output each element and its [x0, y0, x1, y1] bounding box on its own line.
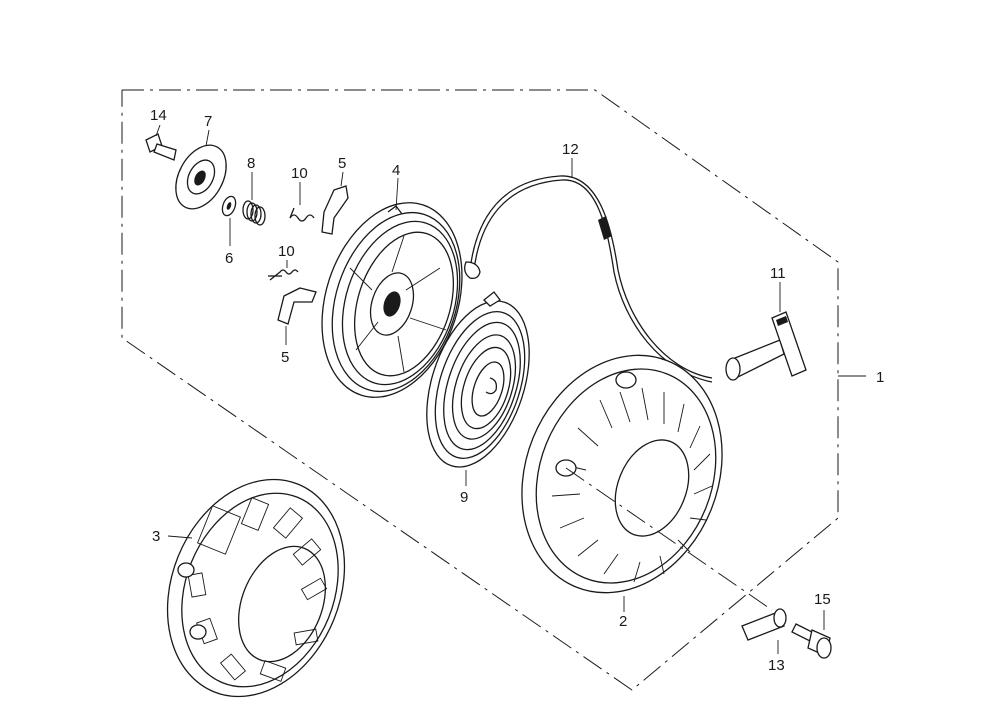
flange-bolt-part-14: [145, 124, 177, 161]
label-part-10-lower: 10: [278, 243, 295, 260]
label-part-9: 9: [460, 489, 468, 506]
starter-case-part-2: [521, 354, 723, 612]
ratchet-pawl-part-5-lower: [277, 287, 317, 345]
label-part-7: 7: [204, 113, 212, 130]
washer-part-6: [221, 195, 237, 246]
label-part-5-lower: 5: [281, 349, 289, 366]
ratchet-spring-part-10-upper: [289, 182, 315, 222]
label-part-4: 4: [392, 162, 400, 179]
label-part-5-upper: 5: [338, 155, 346, 172]
starter-grip-part-11: [725, 282, 807, 381]
label-part-11: 11: [770, 265, 786, 282]
label-part-8: 8: [247, 155, 255, 172]
label-part-2: 2: [619, 613, 627, 630]
flange-bolt-part-15: [791, 610, 832, 659]
label-part-14: 14: [150, 107, 167, 124]
label-part-1: 1: [876, 369, 884, 386]
label-part-3: 3: [152, 528, 160, 545]
return-spring-part-8: [242, 172, 266, 226]
pulley-cover-part-3: [166, 478, 346, 698]
starter-reel-part-4: [321, 177, 463, 398]
recoil-spring-part-9: [426, 291, 530, 486]
label-part-15: 15: [814, 591, 831, 608]
friction-plate-part-7: [175, 129, 227, 210]
collar-part-13: [741, 608, 787, 654]
label-part-6: 6: [225, 250, 233, 267]
starter-rope-part-12: [464, 158, 713, 383]
ratchet-pawl-part-5-upper: [321, 171, 349, 235]
label-part-13: 13: [768, 657, 785, 674]
label-part-12: 12: [562, 141, 579, 158]
axis-line: [565, 467, 773, 611]
label-part-10-upper: 10: [291, 165, 308, 182]
assembly-outline: [121, 89, 839, 691]
ratchet-spring-part-10-lower: [268, 260, 299, 281]
